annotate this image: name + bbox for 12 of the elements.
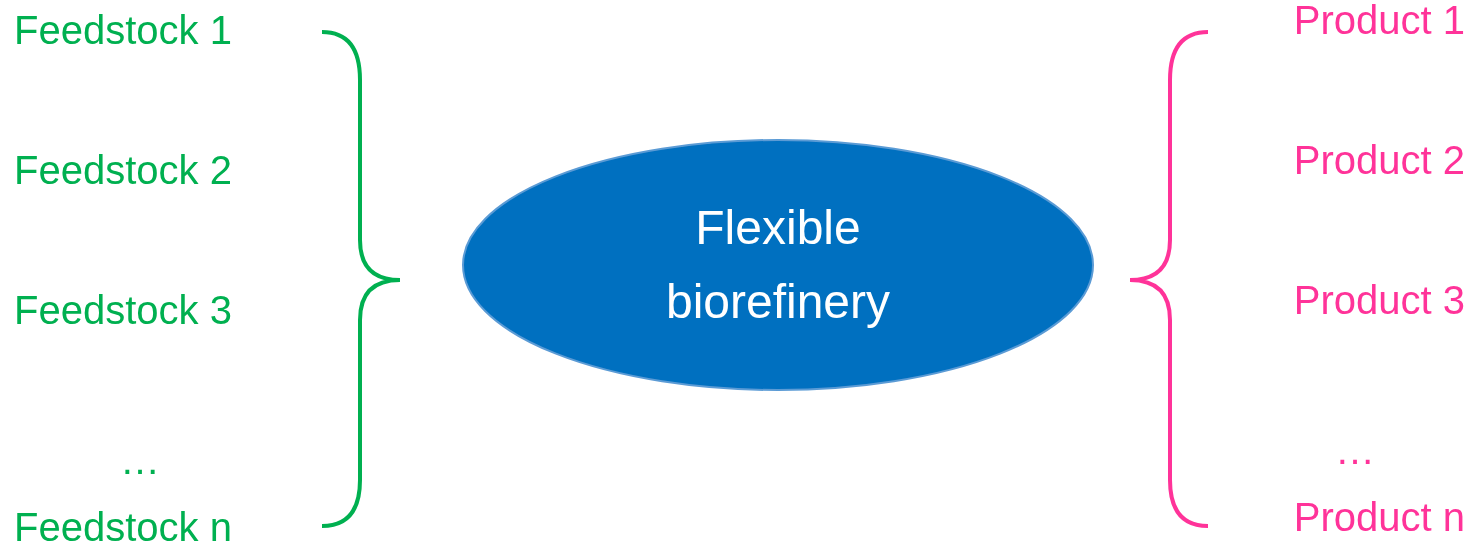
feedstock-label: …: [120, 437, 160, 484]
product-label: Product n: [1293, 494, 1465, 541]
process-ellipse: [462, 139, 1094, 391]
product-label: Product 2: [1293, 137, 1465, 184]
feedstock-label: Feedstock 2: [14, 147, 232, 194]
product-label: …: [1335, 427, 1375, 474]
feedstock-label: Feedstock 1: [14, 7, 232, 54]
feedstock-label: Feedstock 3: [14, 287, 232, 334]
product-label: Product 1: [1293, 0, 1465, 44]
node-label: Flexible biorefinery: [664, 199, 892, 330]
product-label: Product 3: [1293, 277, 1465, 324]
feedstock-label: Feedstock n: [14, 504, 232, 548]
